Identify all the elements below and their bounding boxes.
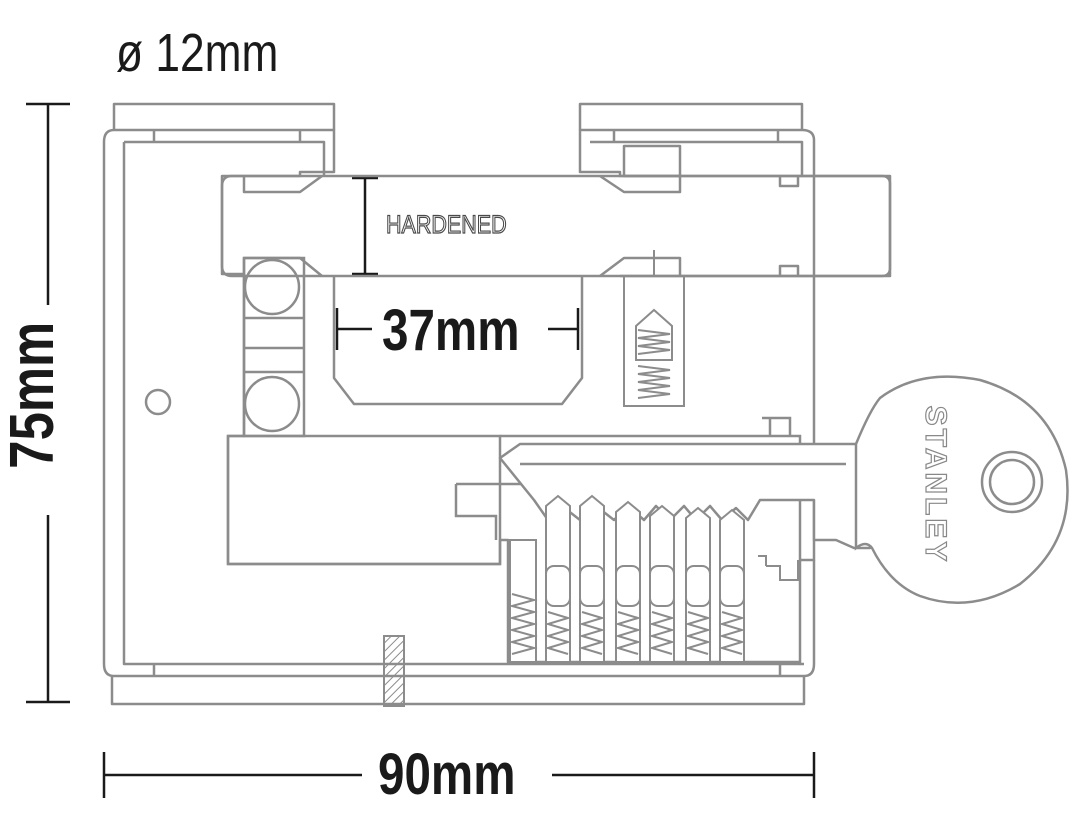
spring-plunger (623, 250, 685, 407)
shackle-thickness-line (352, 176, 378, 276)
pin-stack-4 (648, 504, 676, 663)
bore-dimension-line (335, 308, 580, 350)
pin-stack-2 (578, 494, 606, 663)
shackle-diameter-label: ø 12mm (116, 23, 279, 83)
pin-stack-6 (718, 508, 746, 663)
brand-logo: STANLEY (918, 405, 952, 565)
pin-stack-0 (508, 539, 538, 663)
locking-pin-hatched (383, 635, 405, 707)
keyway-hole (144, 388, 172, 416)
pin-tumblers (508, 494, 799, 663)
hardened-label: HARDENED (385, 211, 507, 239)
lock-body (102, 102, 892, 706)
ball-bearings (242, 256, 306, 438)
width-dimension-line (102, 752, 816, 798)
shackle-bolt (220, 144, 892, 406)
pin-stack-5 (684, 506, 712, 663)
pin-stack-1 (544, 494, 572, 663)
height-dimension-line (26, 102, 70, 704)
width-label: 90mm (378, 742, 516, 807)
key-head (854, 375, 1069, 604)
pin-stack-3 (614, 500, 642, 663)
shackle-clearance-label: 37mm (382, 298, 520, 363)
height-label: 75mm (0, 321, 67, 469)
